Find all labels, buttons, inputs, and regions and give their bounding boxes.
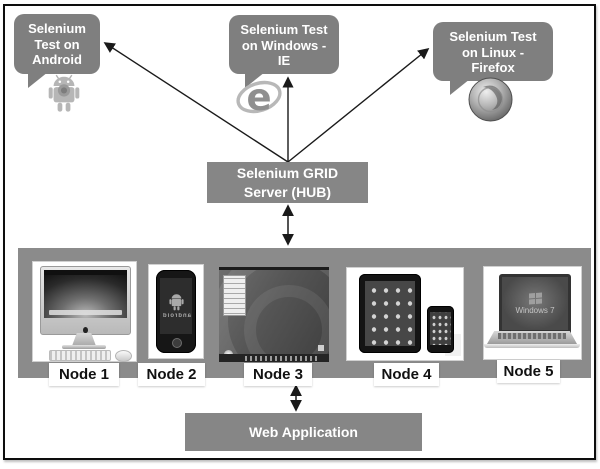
node1-label: Node 1 [49,363,119,386]
hub-line: Server (HUB) [243,184,332,200]
selenium-grid-hub-box: Selenium GRID Server (HUB) [207,162,368,203]
windows-flag-icon [528,292,542,304]
node5-label: Node 5 [497,360,560,383]
imac-mouse [115,350,132,362]
android-robot-icon [168,294,184,311]
android-robot-icon [48,74,80,112]
desktop-tray-icon [318,345,324,351]
firefox-globe-icon [468,77,513,122]
desktop-menu-panel [223,275,246,316]
apple-logo-icon [83,327,88,333]
node2-android-phone-image: android [149,265,203,358]
speech-bubble-selenium-test-windows-ie: Selenium Test on Windows - IE [229,15,339,88]
imac-chin [44,320,127,333]
ipad-screen-app-grid [365,281,415,346]
imac-dock [49,310,122,315]
bubble-line: on Windows - [241,37,327,53]
bubble-line: Test on [34,36,80,52]
speech-bubble-selenium-test-android: Selenium Test on Android [14,14,100,88]
iphone-screen-app-grid [430,312,451,345]
iphone [427,306,454,353]
svg-text:e: e [246,76,271,119]
android-wordmark: android [161,313,191,319]
windows7-screen-text: Windows 7 [515,305,555,315]
bubble-line: IE [277,53,291,68]
internet-explorer-icon: e [236,76,282,119]
laptop-keyboard [498,333,566,339]
imac-base [62,345,106,349]
desktop-taskbar-items [245,356,319,361]
bubble-line: Firefox [471,60,515,75]
imac-keyboard [49,350,111,361]
node3-linux-desktop-image [219,267,329,362]
node2-label: Node 2 [138,363,205,386]
bubble-line: Android [32,52,82,67]
bubble-tail [28,72,48,88]
diagram-border-frame [3,4,596,460]
android-phone-screen: android [160,278,192,334]
node1-imac-image [33,262,136,362]
node4-ipad-iphone-image [347,268,463,360]
bubble-line: on Linux - [461,44,525,60]
hub-line: Selenium GRID [236,165,339,181]
bubble-line: Selenium Test [449,29,537,44]
laptop-screen: Windows 7 [499,274,571,334]
phone-trackball [172,338,182,348]
bubble-line: Selenium Test [240,22,328,37]
node4-label: Node 4 [374,363,439,386]
imac-screen [44,270,127,318]
bubble-tail [450,79,470,95]
bubble-line: Selenium [28,21,86,36]
ipad [359,274,421,353]
laptop-front-edge [484,344,580,348]
android-phone: android [156,270,196,353]
node5-windows7-laptop-image: Windows 7 [484,267,581,359]
speech-bubble-selenium-test-linux-firefox: Selenium Test on Linux - Firefox [433,22,553,95]
node3-label: Node 3 [244,363,312,386]
imac-stand [72,333,96,346]
desktop-wallpaper-arc [219,270,329,362]
imac-display [40,266,131,335]
web-application-box: Web Application [185,413,422,451]
